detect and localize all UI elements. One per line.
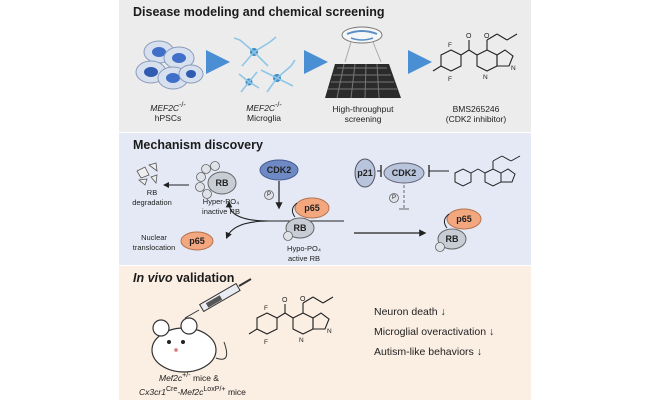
bms265246-structure-icon bbox=[432, 33, 518, 72]
screening-panel-title: Disease modeling and chemical screening bbox=[133, 5, 385, 19]
mouse-icon bbox=[151, 317, 228, 373]
hpsc-label: MEF2C-/- hPSCs bbox=[150, 101, 186, 123]
compound-structure-icon bbox=[248, 296, 334, 335]
rb-hypo-node bbox=[285, 217, 315, 239]
cdk2-inhibited-label: CDK2 bbox=[391, 168, 417, 178]
outcome-microglial-overactivation: Microglial overactivation ↓ bbox=[374, 326, 495, 338]
p65-bound-node bbox=[446, 208, 482, 230]
mechanism-panel: Mechanism discovery bbox=[119, 132, 531, 265]
outcome-neuron-death: Neuron death ↓ bbox=[374, 306, 446, 318]
mouse-model-label: Mef2c+/- mice & Cx3cr1Cre-Mef2cLoxP/+ mi… bbox=[139, 371, 246, 397]
cdk2-inhibited-node bbox=[383, 162, 425, 184]
microglia-label: MEF2C-/- Microglia bbox=[246, 101, 282, 123]
mechanism-panel-title: Mechanism discovery bbox=[133, 138, 263, 152]
svg-text:O: O bbox=[466, 33, 472, 40]
phospho-cdk2-label: P bbox=[266, 192, 271, 198]
rb-degradation-icon bbox=[136, 162, 158, 186]
rb-bound-label: RB bbox=[445, 234, 459, 244]
svg-text:O: O bbox=[282, 297, 288, 304]
svg-text:N: N bbox=[299, 337, 304, 344]
svg-text:N: N bbox=[483, 74, 488, 81]
validation-panel: In vivo validation bbox=[119, 265, 531, 400]
compound-label: BMS265246 (CDK2 inhibitor) bbox=[445, 104, 507, 124]
rb-hypo-label: RB bbox=[293, 223, 307, 233]
phospho-inhibited-label: P bbox=[391, 195, 396, 201]
microglia-icon bbox=[233, 36, 296, 93]
svg-text:F: F bbox=[448, 42, 452, 49]
inhibitor-structure-icon bbox=[454, 155, 521, 187]
screening-plate-icon bbox=[325, 26, 401, 99]
screening-label: High-throughput screening bbox=[332, 104, 394, 124]
svg-text:F: F bbox=[264, 339, 268, 346]
p65-complex-label: p65 bbox=[304, 203, 320, 213]
p21-label: p21 bbox=[357, 168, 373, 178]
cdk2-label: CDK2 bbox=[266, 165, 292, 175]
rb-hyper-node bbox=[207, 171, 237, 195]
mechanism-illustration bbox=[136, 155, 521, 252]
svg-text:O: O bbox=[484, 33, 490, 40]
screening-panel: Disease modeling and chemical screening bbox=[119, 0, 531, 132]
cdk2-node bbox=[259, 159, 299, 181]
screening-illustration: F F O O N N bbox=[135, 26, 518, 99]
svg-text:N: N bbox=[327, 328, 332, 335]
rb-hyper-label: RB bbox=[215, 178, 229, 188]
p65-nuclear-node bbox=[180, 231, 214, 251]
svg-text:O: O bbox=[300, 296, 306, 303]
translocation-arrow bbox=[225, 220, 270, 240]
svg-text:N: N bbox=[511, 65, 516, 72]
syringe-icon bbox=[184, 278, 252, 319]
p21-node bbox=[354, 158, 376, 188]
rb-bound-node bbox=[437, 228, 467, 250]
outcome-autism-like-behaviors: Autism-like behaviors ↓ bbox=[374, 346, 482, 358]
svg-text:F: F bbox=[264, 305, 268, 312]
svg-text:F: F bbox=[448, 76, 452, 83]
validation-panel-title: In vivo validation bbox=[133, 271, 235, 285]
p65-complex-node bbox=[294, 197, 330, 219]
hpsc-cells-icon bbox=[135, 40, 204, 90]
validation-illustration: F F O O N N bbox=[151, 278, 334, 373]
p65-bound-label: p65 bbox=[456, 214, 472, 224]
p65-nuclear-label: p65 bbox=[189, 236, 205, 246]
